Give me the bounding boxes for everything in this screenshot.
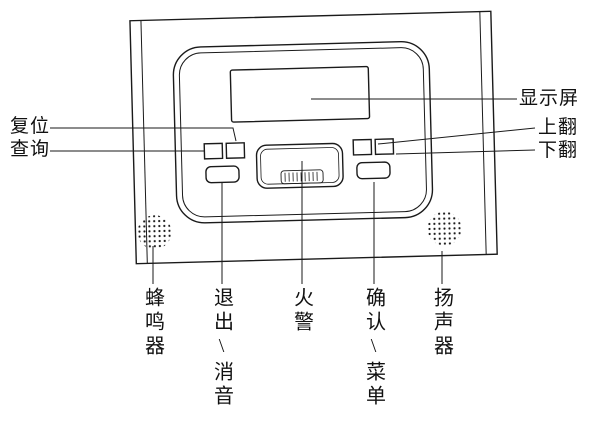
- label-confirm-menu: 确认\菜单: [362, 287, 385, 409]
- page-down-key: [374, 138, 395, 156]
- label-speaker: 扬声器: [430, 287, 453, 359]
- label-buzzer: 蜂鸣器: [141, 287, 164, 359]
- label-page-down: 下翻: [538, 140, 579, 161]
- display-screen: [229, 65, 371, 123]
- exit-mute-key: [205, 165, 240, 184]
- page-up-key: [352, 138, 373, 156]
- front-bezel-inner-line: [178, 47, 427, 218]
- label-fire-alarm: 火警: [290, 287, 313, 335]
- leader-reset: [50, 127, 237, 142]
- front-bezel: [172, 40, 434, 224]
- grill-slots: [284, 171, 318, 182]
- confirm-menu-key: [356, 161, 391, 180]
- label-display: 显示屏: [519, 88, 580, 109]
- buzzer-dots: [137, 215, 172, 250]
- leader-page-up: [377, 127, 536, 145]
- fire-alarm-key: [255, 142, 344, 189]
- label-exit-mute: 退出\消音: [210, 287, 233, 409]
- reset-key: [225, 142, 246, 159]
- label-query: 查询: [10, 139, 51, 160]
- speaker-dots: [427, 211, 462, 246]
- leader-page-down: [395, 149, 536, 155]
- label-page-up: 上翻: [538, 117, 579, 138]
- label-reset: 复位: [10, 116, 51, 137]
